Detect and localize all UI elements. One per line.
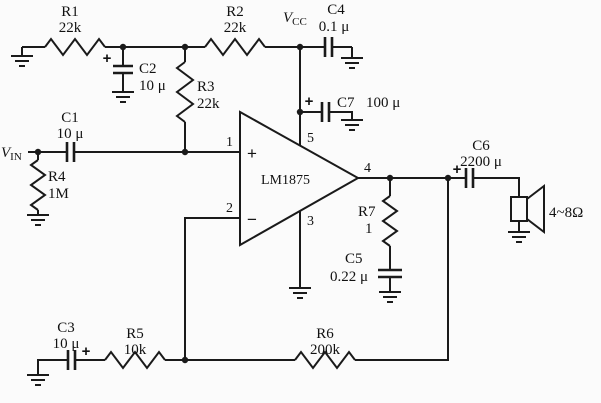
junction-dot	[181, 43, 189, 51]
capacitor-c1	[65, 142, 76, 162]
resistor-r5-ref: R5	[126, 326, 144, 342]
wire-pin2-feedback	[184, 217, 240, 360]
capacitor-c3-value: 10 μ	[53, 336, 80, 352]
capacitor-c7-polarity: +	[305, 93, 314, 110]
resistor-r4-value: 1M	[48, 186, 69, 202]
capacitor-c6	[464, 168, 475, 188]
opamp-triangle	[239, 110, 361, 247]
pin-2-label: 2	[226, 201, 233, 216]
pin-1-label: 1	[226, 135, 233, 150]
resistor-r1-ref: R1	[61, 4, 79, 20]
capacitor-c2-ref: C2	[139, 61, 157, 77]
vin-label: VIN	[1, 145, 22, 163]
resistor-r7	[381, 195, 399, 247]
capacitor-c4	[323, 37, 334, 57]
capacitor-c1-value: 10 μ	[57, 126, 84, 142]
pin-5-label: 5	[307, 131, 314, 146]
capacitor-c4-ref: C4	[327, 2, 345, 18]
ground-symbol	[111, 91, 135, 103]
ground-symbol	[288, 287, 312, 299]
resistor-r6-value: 200k	[310, 342, 341, 358]
ground-symbol	[340, 119, 364, 131]
junction-dot	[296, 108, 304, 116]
speaker-icon	[510, 183, 545, 235]
resistor-r3	[175, 61, 195, 123]
capacitor-c6-polarity: +	[453, 161, 462, 178]
capacitor-c7	[320, 102, 331, 122]
capacitor-c5-value: 0.22 μ	[330, 269, 368, 285]
opamp-inverting-sign: −	[247, 210, 257, 229]
vcc-label: VCC	[283, 10, 307, 28]
ground-symbol	[340, 57, 364, 69]
junction-dot	[296, 43, 304, 51]
speaker-cone	[526, 183, 545, 235]
junction-dot	[386, 174, 394, 182]
junction-dot	[181, 148, 189, 156]
capacitor-c2-value: 10 μ	[139, 78, 166, 94]
wire-top-rail	[21, 46, 353, 58]
ground-symbol	[10, 55, 34, 67]
resistor-r5	[104, 350, 166, 370]
resistor-r3-value: 22k	[197, 96, 220, 112]
resistor-r7-ref: R7	[358, 204, 376, 220]
junction-dot	[181, 356, 189, 364]
capacitor-c4-value: 0.1 μ	[319, 19, 350, 35]
resistor-r6-ref: R6	[316, 326, 334, 342]
capacitor-c3-ref: C3	[57, 320, 75, 336]
capacitor-c7-ref: C7	[337, 95, 355, 111]
resistor-r2-ref: R2	[226, 4, 244, 20]
capacitor-c6-ref: C6	[472, 138, 490, 154]
resistor-r2	[204, 37, 266, 57]
ground-symbol	[26, 214, 50, 226]
capacitor-c2	[113, 64, 133, 75]
capacitor-c5-ref: C5	[345, 251, 363, 267]
junction-dot	[34, 148, 42, 156]
resistor-r6	[294, 350, 356, 370]
resistor-r7-value: 1	[365, 221, 373, 237]
resistor-r5-value: 10k	[124, 342, 147, 358]
capacitor-c3	[66, 350, 77, 370]
junction-dot	[119, 43, 127, 51]
pin-4-label: 4	[364, 161, 371, 176]
resistor-r3-ref: R3	[197, 79, 215, 95]
pin-3-label: 3	[307, 214, 314, 229]
resistor-r1	[44, 37, 106, 57]
wire-c6-speaker	[473, 177, 520, 232]
resistor-r4-ref: R4	[48, 169, 66, 185]
capacitor-c6-value: 2200 μ	[460, 154, 502, 170]
ground-symbol	[378, 291, 402, 303]
capacitor-c7-value: 100 μ	[366, 95, 400, 111]
capacitor-c2-polarity: +	[103, 50, 112, 67]
capacitor-c1-ref: C1	[61, 110, 79, 126]
ground-symbol	[26, 374, 50, 386]
opamp-part-label: LM1875	[261, 173, 310, 188]
junction-dot	[444, 174, 452, 182]
speaker-magnet	[510, 196, 528, 222]
resistor-r1-value: 22k	[59, 20, 82, 36]
capacitor-c3-polarity: +	[82, 343, 91, 360]
resistor-r4	[29, 159, 47, 211]
wire-c7-branch	[300, 111, 353, 120]
speaker-impedance-label: 4~8Ω	[549, 205, 583, 221]
ground-symbol	[507, 231, 531, 243]
capacitor-c5	[378, 268, 402, 279]
opamp-noninverting-sign: +	[247, 144, 257, 163]
resistor-r2-value: 22k	[224, 20, 247, 36]
wire-feedback-bottom	[37, 178, 449, 375]
